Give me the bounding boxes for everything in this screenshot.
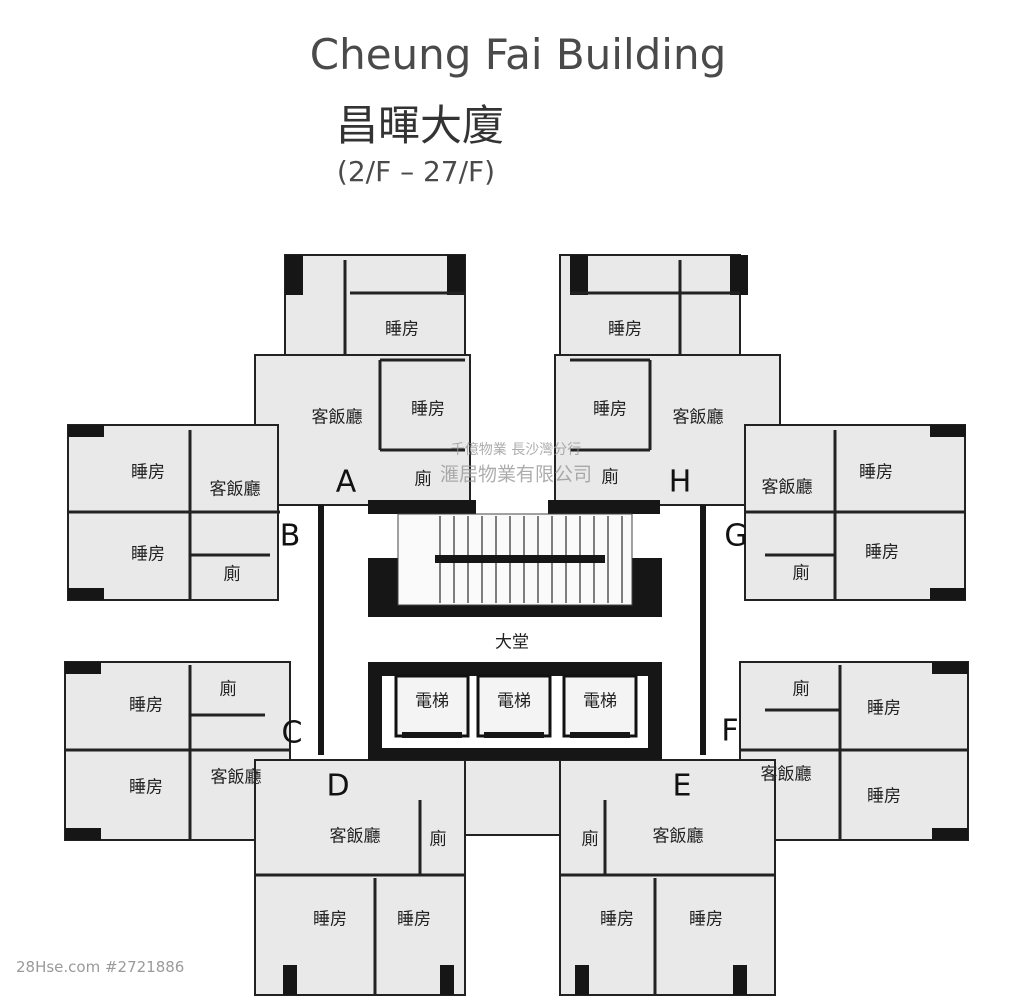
room-outline	[254, 759, 466, 996]
unit-letter-C: C	[282, 716, 303, 751]
room-label: 睡房	[397, 910, 431, 930]
room-label: 廁	[224, 564, 241, 585]
wall	[65, 828, 101, 840]
room-outline	[284, 254, 466, 356]
room-label: 廁	[220, 679, 237, 700]
wall	[368, 605, 662, 617]
wall	[700, 505, 706, 755]
floor-range: (2/F – 27/F)	[336, 155, 496, 188]
room-label: 睡房	[859, 463, 893, 483]
unit-letter-F: F	[721, 714, 738, 749]
room-label: 客飯廳	[312, 408, 363, 428]
room-outline	[554, 354, 781, 506]
wall	[484, 732, 544, 738]
wall	[440, 965, 454, 995]
unit-letter-B: B	[280, 519, 301, 554]
wall	[932, 662, 968, 674]
room-label: 睡房	[129, 696, 163, 716]
room-label: 睡房	[867, 787, 901, 807]
room-label: 睡房	[865, 543, 899, 563]
room-label: 睡房	[131, 463, 165, 483]
lift-label: 電梯	[497, 692, 531, 712]
unit-letter-E: E	[673, 769, 692, 804]
lift-car	[394, 674, 470, 738]
lobby-label: 大堂	[495, 633, 529, 653]
wall	[435, 555, 605, 563]
wall	[730, 255, 748, 295]
wall	[632, 558, 662, 614]
wall	[368, 748, 662, 760]
room-label: 客飯廳	[761, 765, 812, 785]
room-label: 廁	[430, 829, 447, 850]
room-label: 睡房	[411, 400, 445, 420]
room-label: 客飯廳	[673, 408, 724, 428]
wall	[733, 965, 747, 995]
room-label: 客飯廳	[653, 827, 704, 847]
room-label: 睡房	[593, 400, 627, 420]
room-label: 睡房	[608, 320, 642, 340]
room-outline	[559, 254, 741, 356]
unit-letter-D: D	[326, 769, 349, 804]
room-label: 睡房	[689, 910, 723, 930]
lift-label: 電梯	[415, 692, 449, 712]
wall	[68, 425, 104, 437]
corridor-outline	[464, 759, 561, 836]
room-label: 客飯廳	[211, 768, 262, 788]
room-label: 睡房	[129, 778, 163, 798]
watermark-company: 滙居物業有限公司	[440, 464, 592, 486]
building-name-zh: 昌暉大廈	[335, 101, 504, 150]
wall	[447, 255, 465, 295]
lift-car	[562, 674, 638, 738]
room-label: 睡房	[867, 699, 901, 719]
lift-car	[476, 674, 552, 738]
wall	[930, 588, 966, 600]
watermark-agency: 千億物業 長沙灣分行	[451, 442, 581, 458]
room-label: 客飯廳	[762, 478, 813, 498]
room-label: 客飯廳	[330, 827, 381, 847]
unit-letter-A: A	[336, 465, 357, 500]
wall	[570, 732, 630, 738]
room-label: 睡房	[385, 320, 419, 340]
room-outline	[254, 354, 471, 506]
room-label: 廁	[793, 679, 810, 700]
wall	[930, 425, 966, 437]
wall	[575, 965, 589, 995]
listing-credit: 28Hse.com #2721886	[16, 958, 185, 976]
lift-label: 電梯	[583, 692, 617, 712]
wall	[283, 965, 297, 995]
wall	[368, 558, 398, 614]
wall	[68, 588, 104, 600]
wall	[402, 732, 462, 738]
room-label: 廁	[582, 829, 599, 850]
unit-letter-H: H	[669, 465, 692, 500]
wall	[65, 662, 101, 674]
wall	[932, 828, 968, 840]
wall	[368, 500, 476, 514]
room-label: 睡房	[600, 910, 634, 930]
room-label: 廁	[602, 467, 619, 488]
wall	[285, 255, 303, 295]
room-label: 睡房	[313, 910, 347, 930]
wall	[570, 255, 588, 295]
wall	[368, 676, 382, 760]
room-label: 客飯廳	[210, 480, 261, 500]
unit-letter-G: G	[724, 519, 747, 554]
building-name-en: Cheung Fai Building	[309, 30, 727, 79]
wall	[318, 505, 324, 755]
room-label: 廁	[415, 469, 432, 490]
wall	[548, 500, 660, 514]
room-label: 睡房	[131, 545, 165, 565]
wall	[368, 662, 662, 676]
room-outline	[559, 759, 776, 996]
room-label: 廁	[793, 563, 810, 584]
wall	[648, 676, 662, 760]
